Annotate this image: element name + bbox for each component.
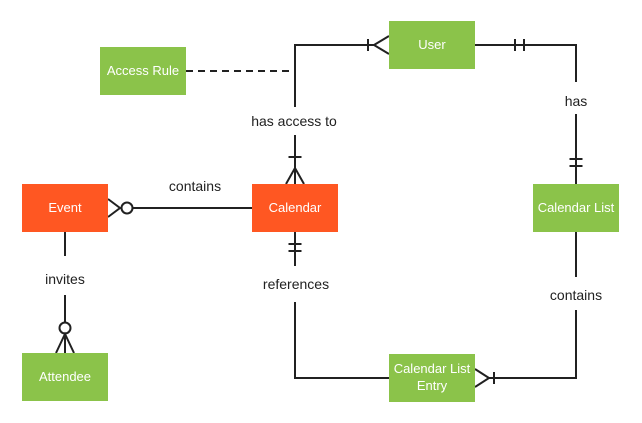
- edge-references: [288, 232, 389, 379]
- entity-calendar-list: Calendar List: [533, 184, 619, 232]
- edge-label-invites: invites: [45, 271, 85, 287]
- entity-event-label: Event: [48, 199, 82, 215]
- edge-label-contains-event-calendar: contains: [168, 178, 222, 194]
- entity-access-rule: Access Rule: [100, 47, 186, 95]
- edge-label-has: has: [564, 93, 588, 109]
- crow-foot-many-calendar-icon: [285, 165, 305, 185]
- edge-line: [489, 310, 577, 379]
- entity-calendar-label: Calendar: [268, 199, 322, 215]
- edge-line: [475, 44, 577, 82]
- entity-attendee-label: Attendee: [38, 368, 92, 384]
- edge-line: [294, 302, 389, 379]
- entity-user-label: User: [418, 36, 446, 52]
- entity-calendar: Calendar: [252, 184, 338, 232]
- edge-invites: [55, 232, 75, 354]
- entity-calendar-list-entry-label: Calendar List Entry: [393, 361, 471, 393]
- entity-attendee: Attendee: [22, 353, 108, 401]
- crow-foot-many-entry-icon: [474, 368, 491, 388]
- entity-event: Event: [22, 184, 108, 232]
- crow-foot-zero-or-many-attendee-icon: [55, 331, 75, 354]
- edge-has-access-to: [285, 35, 390, 185]
- entity-calendar-list-entry: Calendar List Entry: [389, 354, 475, 402]
- edge-contains-calendar-list: [474, 232, 577, 388]
- edge-label-contains-calendar-list: contains: [549, 287, 603, 303]
- exactly-one-bars-calendar-list-icon: [569, 158, 583, 167]
- edge-label-references: references: [262, 276, 330, 292]
- edge-has: [475, 39, 583, 184]
- edge-label-has-access-to: has access to: [251, 113, 337, 129]
- zero-ring-event-icon: [120, 201, 134, 215]
- entity-user: User: [389, 21, 475, 69]
- entity-access-rule-label: Access Rule: [106, 62, 180, 78]
- crow-foot-many-user-icon: [372, 35, 390, 55]
- entity-calendar-list-label: Calendar List: [537, 199, 615, 215]
- exactly-one-bars-calendar-icon: [288, 243, 302, 252]
- edge-contains-event-calendar: [107, 198, 252, 218]
- crow-foot-zero-or-many-event-icon: [107, 198, 122, 218]
- edge-line: [294, 44, 374, 107]
